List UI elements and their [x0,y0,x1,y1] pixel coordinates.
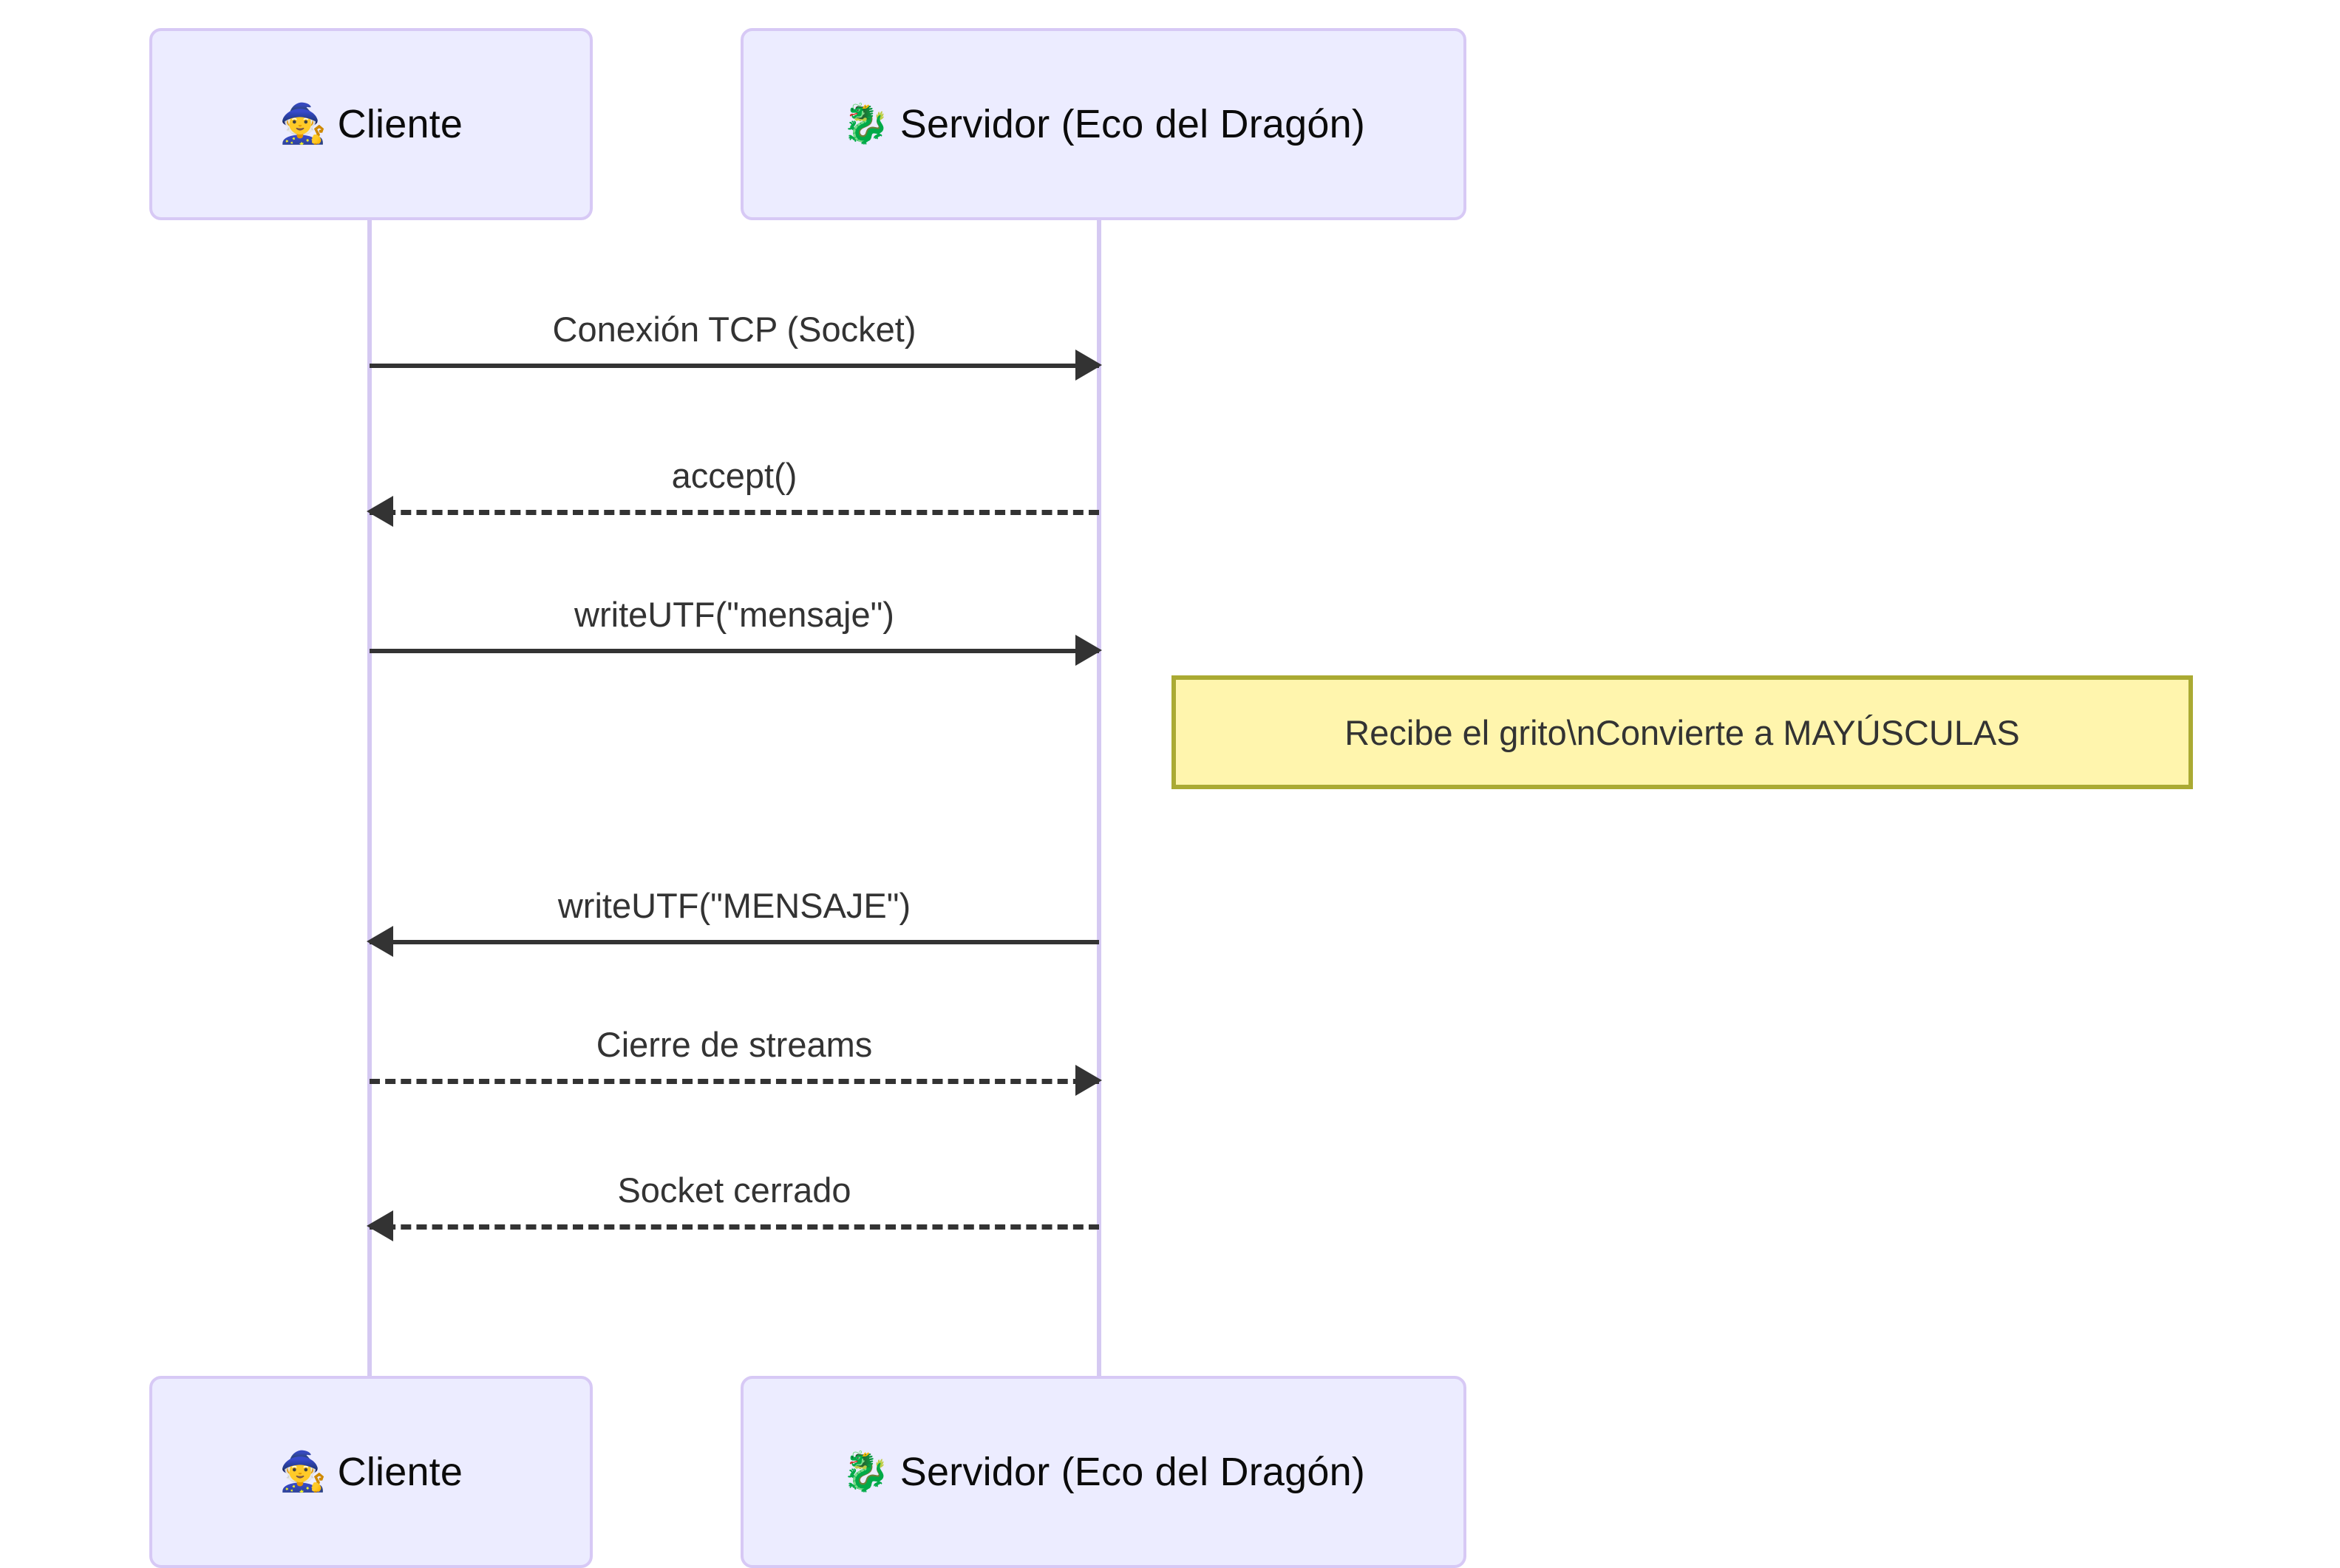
participant-box-cliente-top[interactable]: 🧙 Cliente [149,28,593,220]
message-4-label: Cierre de streams [596,1025,873,1064]
participant-box-servidor-top[interactable]: 🐉 Servidor (Eco del Dragón) [741,28,1466,220]
participant-label-servidor-bottom: Servidor (Eco del Dragón) [899,1450,1366,1494]
lifeline-cliente [367,220,372,1376]
message-0-line [370,364,1099,368]
message-2-arrowhead-right-icon [1075,635,1102,666]
message-5-label: Socket cerrado [617,1170,851,1210]
message-0-arrowhead-right-icon [1075,350,1102,381]
dragon-icon: 🐉 [841,1451,890,1493]
dragon-icon: 🐉 [841,103,890,146]
message-3-label: writeUTF("MENSAJE") [557,886,911,925]
message-4-arrowhead-right-icon [1075,1065,1102,1096]
message-3-line [370,940,1099,944]
message-4-line [370,1079,1099,1084]
note-servidor-procesamiento[interactable]: Recibe el grito\nConvierte a MAYÚSCULAS [1171,675,2193,789]
sequence-diagram-canvas: 🧙 Cliente 🐉 Servidor (Eco del Dragón) Co… [149,28,2193,1568]
message-0-label: Conexión TCP (Socket) [552,310,916,349]
message-1-line [370,510,1099,515]
participant-label-cliente-top: Cliente [337,102,463,146]
message-3-arrowhead-left-icon [367,926,393,957]
message-1-arrowhead-left-icon [367,496,393,527]
message-5-arrowhead-left-icon [367,1210,393,1241]
lifeline-servidor [1097,220,1101,1376]
message-2-label: writeUTF("mensaje") [574,595,894,634]
participant-label-servidor-top: Servidor (Eco del Dragón) [899,102,1366,146]
participant-box-cliente-bottom[interactable]: 🧙 Cliente [149,1376,593,1568]
message-5-line [370,1224,1099,1230]
participant-box-servidor-bottom[interactable]: 🐉 Servidor (Eco del Dragón) [741,1376,1466,1568]
message-2-line [370,649,1099,653]
participant-label-cliente-bottom: Cliente [337,1450,463,1494]
mage-icon: 🧙 [279,1451,327,1493]
mage-icon: 🧙 [279,103,327,146]
note-text: Recibe el grito\nConvierte a MAYÚSCULAS [1344,712,2020,752]
message-1-label: accept() [671,456,797,495]
